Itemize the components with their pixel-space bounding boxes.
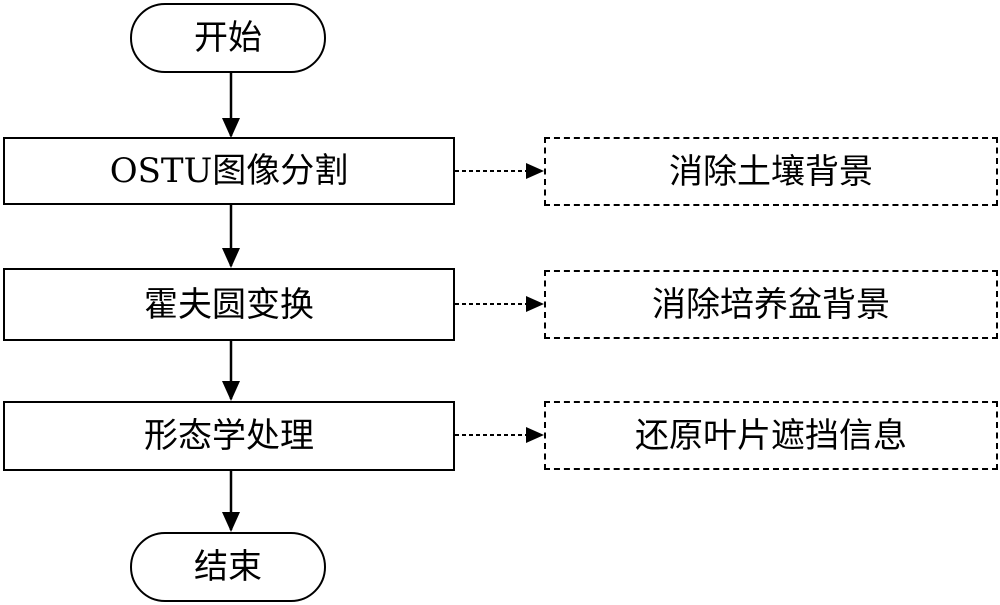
start-terminal: 开始	[130, 3, 326, 73]
process-step-otsu: OSTU图像分割	[3, 137, 455, 205]
note-restore-leaf: 还原叶片遮挡信息	[544, 401, 998, 470]
arrowhead-step3-to-end	[222, 512, 240, 532]
note-label: 消除培养盆背景	[652, 284, 890, 325]
process-step-hough: 霍夫圆变换	[3, 268, 455, 341]
arrowhead-step2-note	[526, 296, 544, 312]
arrowhead-start-to-step1	[222, 118, 240, 138]
process-step-morphology: 形态学处理	[3, 401, 455, 471]
arrowhead-step2-to-step3	[222, 381, 240, 401]
arrowhead-step3-note	[526, 427, 544, 443]
process-step-label: 霍夫圆变换	[144, 284, 314, 325]
note-label: 还原叶片遮挡信息	[635, 415, 907, 456]
note-remove-soil: 消除土壤背景	[544, 137, 998, 206]
process-step-label: 形态学处理	[144, 416, 314, 456]
arrowhead-step1-note	[526, 163, 544, 179]
end-terminal: 结束	[130, 532, 326, 602]
start-label: 开始	[194, 18, 262, 58]
process-step-label: OSTU图像分割	[109, 151, 349, 191]
note-label: 消除土壤背景	[669, 151, 873, 192]
arrowhead-step1-to-step2	[222, 248, 240, 268]
end-label: 结束	[194, 547, 262, 587]
note-remove-pot: 消除培养盆背景	[544, 270, 998, 339]
